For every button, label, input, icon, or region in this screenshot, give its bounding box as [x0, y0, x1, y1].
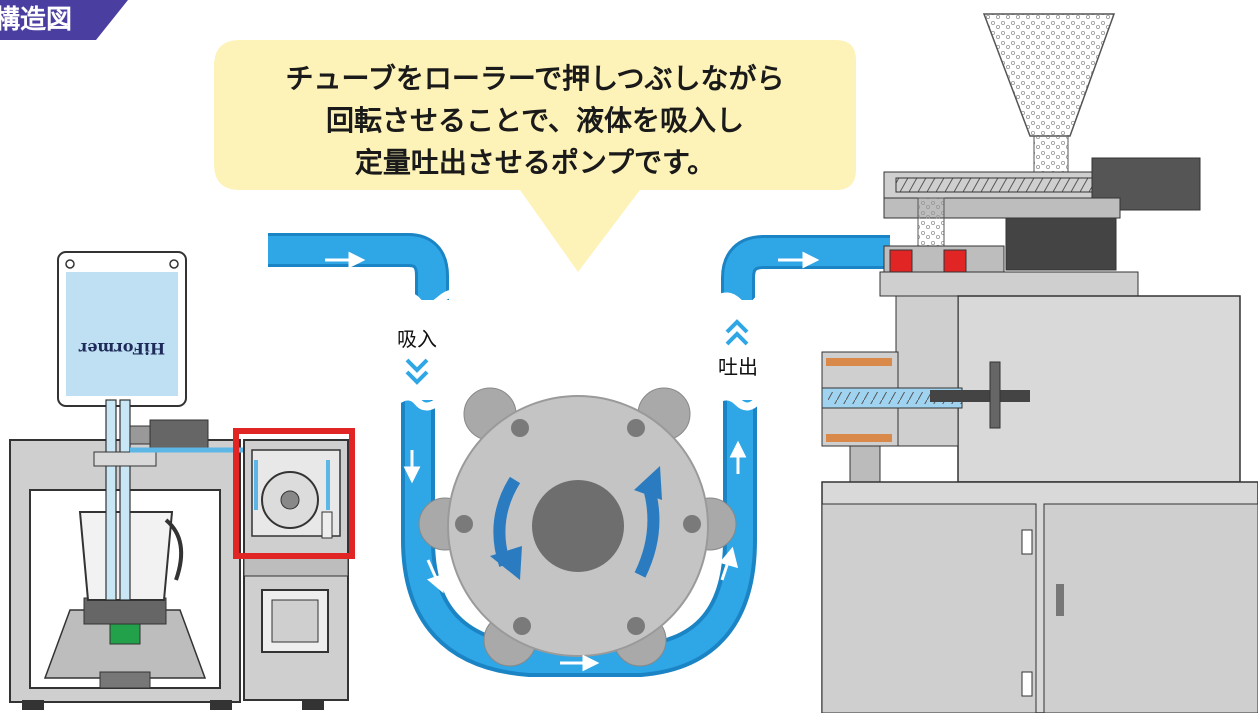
badge-label: 構造図	[0, 5, 72, 35]
callout-line-3: 定量吐出させるポンプです。	[355, 146, 715, 179]
right-molding-machine	[821, 13, 1258, 713]
pellet-hopper	[982, 13, 1116, 137]
pump-highlight-box	[233, 428, 355, 559]
left-dispensing-machine: HiFormer	[9, 251, 355, 710]
rotor-hub	[532, 480, 624, 572]
bag-brand-label: HiFormer	[78, 339, 165, 358]
flow-arrows	[325, 251, 820, 672]
peristaltic-pump-schematic: 吸入 吐出	[268, 233, 890, 677]
suction-chevron-icon	[405, 358, 429, 373]
discharge-chevron-icon	[725, 319, 749, 334]
suction-label: 吸入	[397, 327, 437, 351]
badge-background	[0, 0, 128, 40]
title-badge: 構造図	[0, 0, 128, 40]
callout-line-1: チューブをローラーで押しつぶしながら	[286, 62, 785, 95]
callout-bubble: チューブをローラーで押しつぶしながら 回転させることで、液体を吸入し 定量吐出さ…	[214, 40, 856, 272]
discharge-label: 吐出	[718, 355, 758, 379]
fluid-bag: HiFormer	[57, 251, 187, 407]
callout-line-2: 回転させることで、液体を吸入し	[326, 104, 744, 137]
callout-shape	[214, 40, 856, 272]
